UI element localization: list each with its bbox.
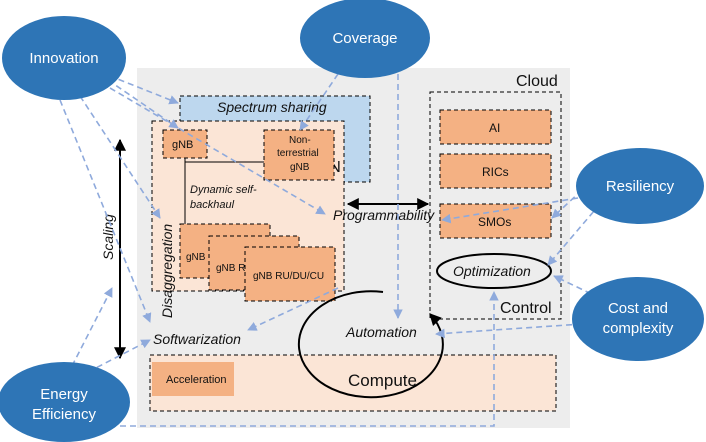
scaling-label: Scaling	[100, 214, 116, 260]
coverage-label: Coverage	[332, 30, 397, 47]
ntn-line3: gNB	[290, 162, 310, 173]
arrow-cost-automation	[435, 323, 583, 339]
cost-complexity-oval	[572, 277, 704, 361]
softwarization-label: Softwarization	[153, 331, 241, 347]
compute-label: Compute	[348, 371, 417, 390]
programmability-label: Programmability	[333, 207, 435, 223]
backhaul-line2: backhaul	[190, 199, 235, 211]
arrow-energy-optimization	[100, 291, 499, 427]
energy-efficiency-line1: Energy	[40, 386, 88, 403]
arrow-innovation-disaggregation	[79, 95, 161, 219]
gnb-stack-box-3	[244, 246, 336, 302]
innovation-oval	[2, 16, 126, 100]
resiliency-oval	[576, 148, 704, 224]
acceleration-label: Acceleration	[166, 374, 227, 386]
automation-label: Automation	[345, 324, 417, 340]
cost-complexity-line2: complexity	[603, 320, 674, 337]
spectrum-sharing-label: Spectrum sharing	[217, 99, 327, 115]
gnb-stack-label-2: gNB R	[216, 263, 245, 274]
acceleration-box	[152, 362, 234, 396]
arrow-ran-softwarization	[247, 287, 339, 331]
arrow-innovation-gnb	[107, 79, 179, 129]
cloud-label: Cloud	[516, 73, 558, 90]
ai-box	[439, 109, 552, 145]
optimization-label: Optimization	[453, 263, 531, 279]
rics-box	[439, 153, 552, 189]
automation-ellipse	[297, 290, 444, 399]
control-label: Control	[500, 300, 552, 317]
gnb-stack-label-1: gNB	[186, 252, 206, 263]
arrow-cost-optimization	[553, 275, 601, 299]
backhaul-line1: Dynamic self-	[190, 184, 257, 196]
arrow-coverage-spectrum	[299, 73, 339, 131]
arrow-innovation-programmability	[109, 87, 326, 215]
dashed-arrows	[59, 71, 601, 427]
disaggregation-label: Disaggregation	[159, 224, 175, 318]
arrow-resiliency-programmability	[441, 197, 579, 224]
innovation-label: Innovation	[29, 50, 98, 67]
arrow-resiliency-optimization	[547, 203, 601, 266]
energy-efficiency-oval	[0, 362, 130, 442]
rics-label: RICs	[482, 165, 509, 179]
ntn-line2: terrestrial	[277, 148, 319, 159]
coverage-oval	[300, 0, 430, 78]
smos-box	[439, 203, 552, 239]
smos-label: SMOs	[478, 215, 511, 229]
gnb-stack-label-3: gNB RU/DU/CU	[253, 271, 324, 282]
non-terrestrial-gnb-box	[263, 129, 335, 181]
energy-efficiency-line2: Efficiency	[32, 406, 96, 423]
gnb-label: gNB	[172, 139, 193, 151]
optimization-ellipse	[436, 253, 552, 289]
arrow-energy-scaling	[71, 287, 113, 367]
cost-complexity-line1: Cost and	[608, 300, 668, 317]
arrow-resiliency-smos	[551, 189, 583, 219]
control-box	[429, 91, 562, 320]
resiliency-label: Resiliency	[606, 178, 675, 195]
arrow-energy-softwarization	[87, 339, 151, 373]
ai-label: AI	[489, 121, 500, 135]
ntn-line1: Non-	[289, 135, 311, 146]
gnb-box	[162, 129, 208, 159]
